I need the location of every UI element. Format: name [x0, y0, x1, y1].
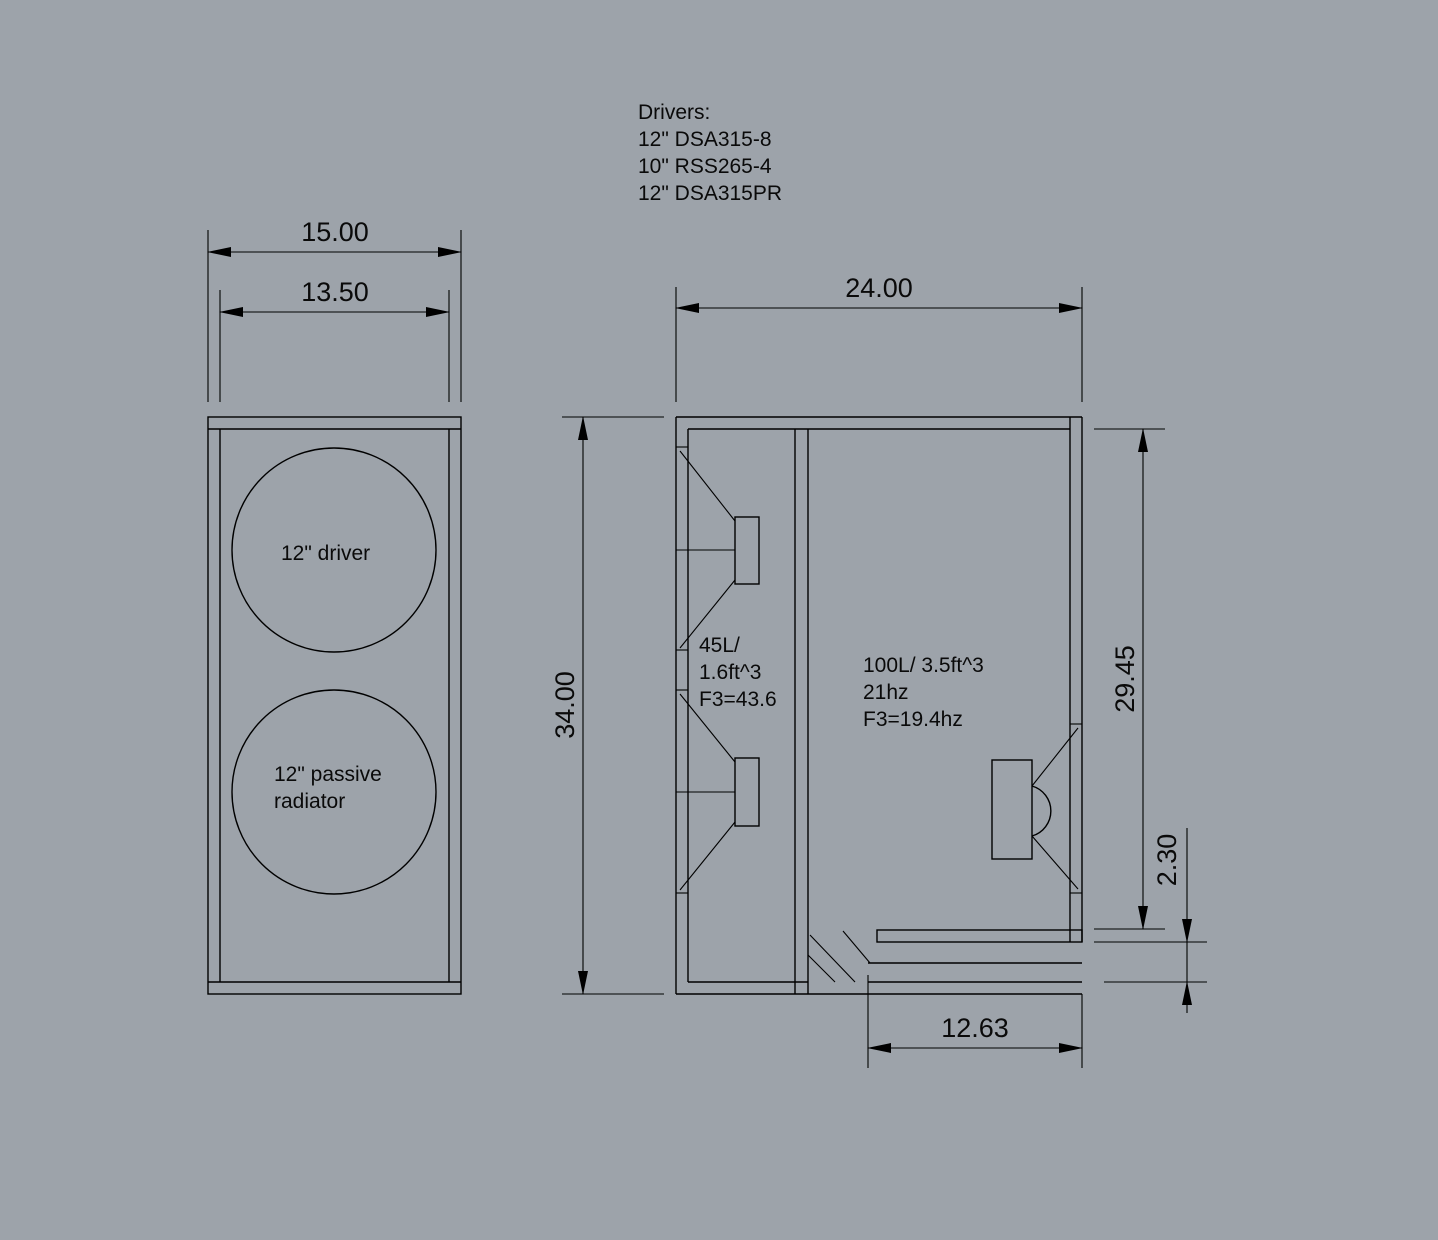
rear-chamber-tuning: 21hz — [863, 681, 909, 704]
port — [807, 929, 1083, 983]
inner-height-label: 29.45 — [1110, 645, 1140, 713]
driver-line-1: 12" DSA315-8 — [638, 128, 772, 151]
inner-width-dimension: 13.50 — [219, 277, 450, 402]
side-view: 24.00 34.00 — [550, 273, 1207, 1068]
driver-line-3: 12" DSA315PR — [638, 182, 782, 205]
inner-width-label: 13.50 — [301, 277, 369, 307]
port-height-label: 2.30 — [1152, 834, 1182, 887]
height-label: 34.00 — [550, 671, 580, 739]
upper-driver-profile — [679, 450, 760, 649]
depth-dimension: 24.00 — [675, 273, 1083, 402]
outer-width-dimension: 15.00 — [207, 217, 462, 402]
rear-chamber-f3: F3=19.4hz — [863, 708, 963, 731]
side-cabinet — [675, 416, 1083, 995]
rear-chamber-volume: 100L/ 3.5ft^3 — [863, 654, 984, 677]
front-chamber-label: 45L/ 1.6ft^3 F3=43.6 — [699, 634, 777, 711]
front-view: 15.00 13.50 12" driver 12" passive radia… — [207, 217, 462, 995]
port-length-dimension: 12.63 — [867, 975, 1083, 1068]
rear-chamber-label: 100L/ 3.5ft^3 21hz F3=19.4hz — [863, 654, 984, 731]
rear-driver-profile — [991, 723, 1082, 894]
lower-driver-profile — [679, 693, 760, 891]
top-driver-label: 12" driver — [281, 542, 370, 565]
front-baffle-marks — [676, 446, 735, 894]
drivers-heading: Drivers: — [638, 101, 710, 124]
front-chamber-volume: 45L/ — [699, 634, 740, 657]
front-chamber-f3: F3=43.6 — [699, 688, 777, 711]
driver-line-2: 10" RSS265-4 — [638, 155, 772, 178]
front-cabinet — [207, 416, 462, 995]
inner-height-dimension: 29.45 — [1094, 428, 1165, 930]
port-length-label: 12.63 — [941, 1013, 1009, 1043]
passive-radiator-cutout — [231, 689, 437, 895]
front-chamber-volume-ft: 1.6ft^3 — [699, 661, 761, 684]
depth-label: 24.00 — [845, 273, 913, 303]
passive-label-line-1: 12" passive — [274, 763, 382, 786]
height-dimension: 34.00 — [550, 416, 664, 995]
drivers-note: Drivers: 12" DSA315-8 10" RSS265-4 12" D… — [638, 101, 782, 205]
driver-cutout — [231, 447, 437, 653]
outer-width-label: 15.00 — [301, 217, 369, 247]
port-height-dimension: 2.30 — [1094, 828, 1207, 1013]
passive-label-line-2: radiator — [274, 790, 345, 813]
